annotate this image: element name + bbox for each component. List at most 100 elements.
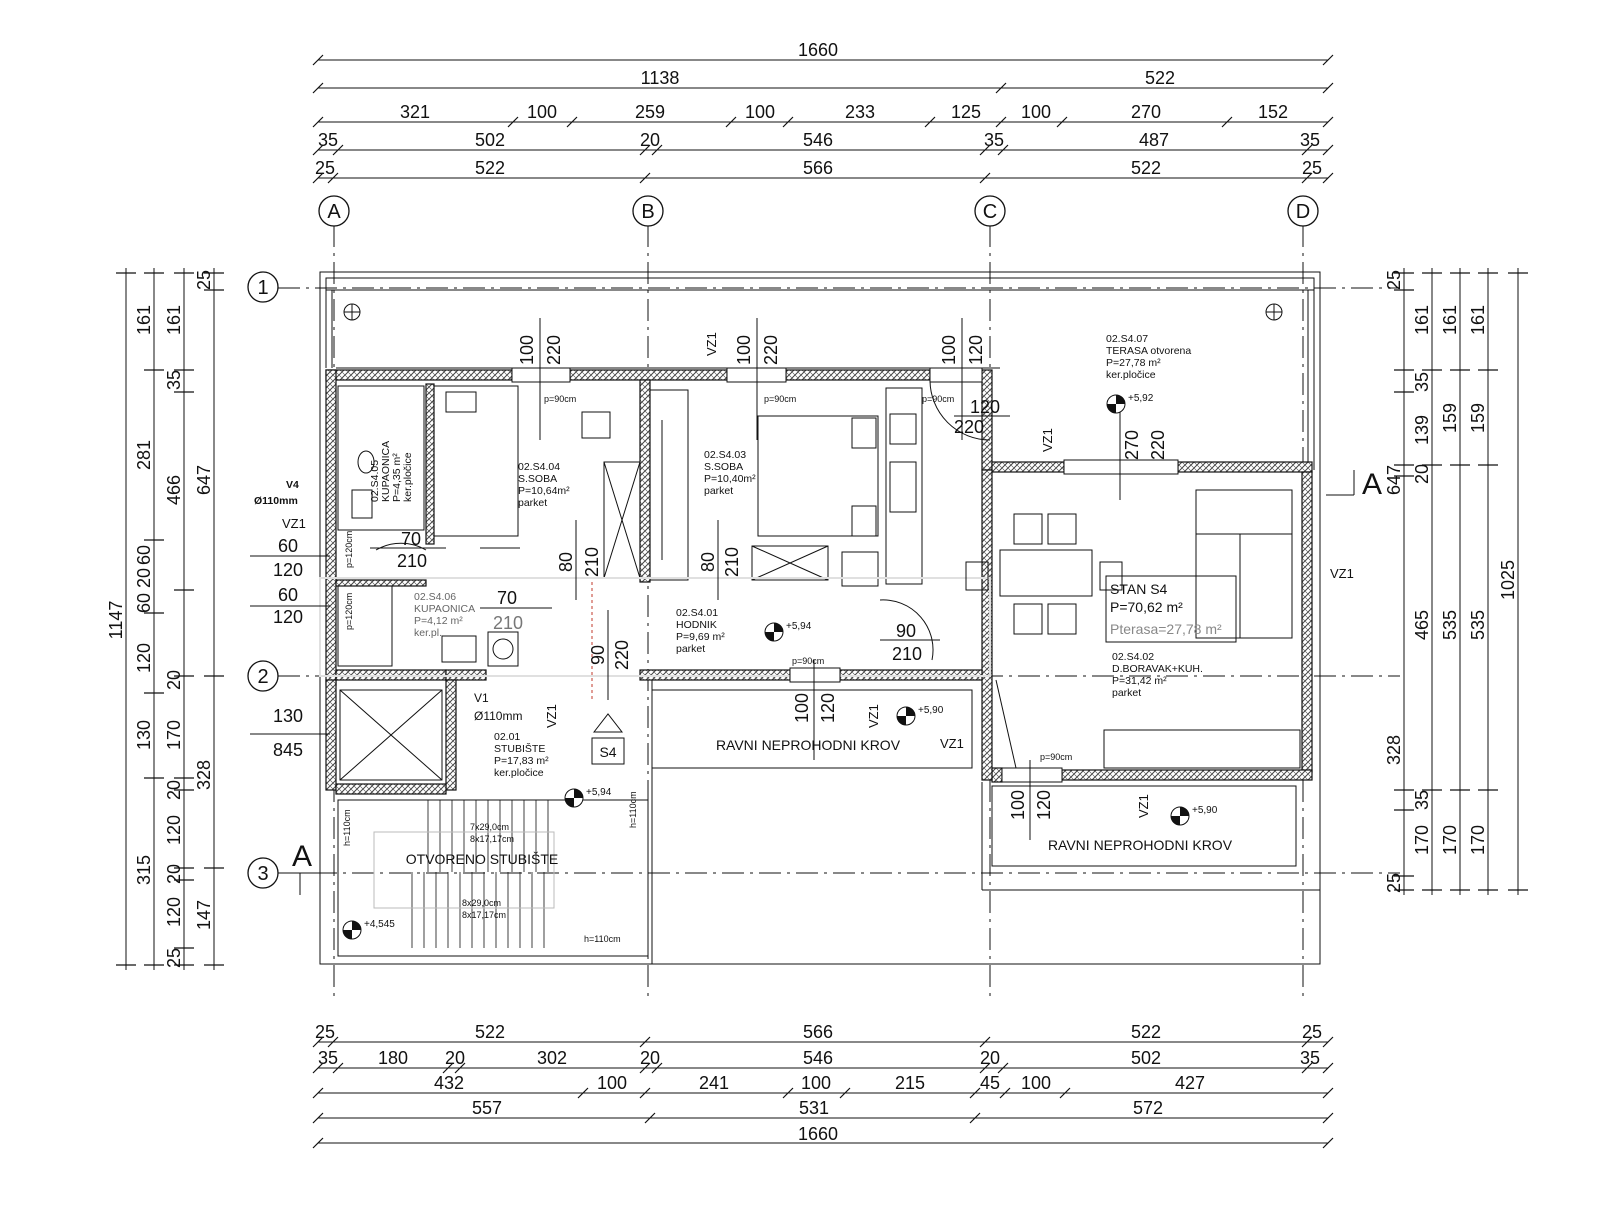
sill-height: p=90cm [544, 394, 576, 404]
level-markers: +5,92 +5,94 +5,90 +5,94 +5,90 +4,545 [342, 393, 1218, 940]
level-marker: +5,94 [764, 621, 812, 642]
dim-left: 120 [164, 897, 184, 927]
room-labels: 02.S4.05 KUPAONICA P=4,35 m² ker.pločice… [254, 332, 1354, 944]
sill-height: p=120cm [344, 593, 354, 630]
dim-bottom: 432 [434, 1073, 464, 1093]
dim-right: 161 [1440, 305, 1460, 335]
vz1-label: VZ1 [704, 332, 719, 356]
dim-left-total: 1147 [106, 601, 126, 640]
svg-text:P=10,40m²: P=10,40m² [704, 473, 756, 485]
svg-text:P=31,42 m²: P=31,42 m² [1112, 675, 1167, 687]
room-stairs: 02.01 STUBIŠTE P=17,83 m² ker.pločice [494, 731, 549, 779]
level-marker: +5,94 [564, 787, 612, 808]
dim-bottom: 100 [801, 1073, 831, 1093]
left-opening-dim: 60 [278, 585, 298, 605]
dim-right: 35 [1412, 790, 1432, 810]
dim-right: 170 [1440, 825, 1460, 855]
dim-bottom: 241 [699, 1073, 729, 1093]
svg-text:P=70,62 m²: P=70,62 m² [1110, 599, 1183, 615]
grid-bubble-d [1287, 195, 1319, 227]
svg-text:parket: parket [676, 643, 705, 655]
vz1-label: VZ1 [1330, 566, 1354, 581]
door-height: 220 [612, 640, 632, 670]
left-dimensions: 1147 161 281 120 130 315 161 466 60 20 6… [106, 268, 224, 970]
dim-right: 139 [1412, 415, 1432, 445]
svg-text:D.BORAVAK+KUH.: D.BORAVAK+KUH. [1112, 663, 1203, 675]
stair-spec: 8x29,0cm [462, 898, 501, 908]
svg-text:02.S4.01: 02.S4.01 [676, 607, 718, 619]
room-terrace: 02.S4.07 TERASA otvorena P=27,78 m² ker.… [1106, 333, 1191, 381]
dim-top: 100 [1021, 102, 1051, 122]
svg-text:STUBIŠTE: STUBIŠTE [494, 742, 545, 755]
dim-top: 566 [803, 158, 833, 178]
window-height: 120 [818, 693, 838, 723]
dim-right: 159 [1468, 403, 1488, 433]
dim-left: 20 [134, 568, 154, 588]
level-marker: +5,90 [896, 705, 944, 726]
grid-bubble-3 [247, 857, 279, 889]
window-height: 220 [761, 335, 781, 365]
dim-right: 170 [1412, 825, 1432, 855]
vz1-label: VZ1 [866, 704, 881, 728]
opening-dimensions: 100 220 100 220 100 120 120 220 270 220 … [250, 318, 1168, 840]
window-height: 120 [1034, 790, 1054, 820]
window-width: 270 [1122, 430, 1142, 460]
dim-left: 315 [134, 855, 154, 885]
dim-right: 535 [1440, 610, 1460, 640]
dim-left: 120 [134, 643, 154, 673]
window-width: 100 [792, 693, 812, 723]
dim-top-total: 1660 [798, 40, 838, 60]
grid-label-col: A [327, 201, 341, 223]
svg-text:P=4,35 m²: P=4,35 m² [391, 453, 403, 502]
dim-bottom: 522 [475, 1022, 505, 1042]
grid-bubble-1 [247, 271, 279, 303]
svg-text:ker.pločice: ker.pločice [494, 767, 544, 779]
open-stairs-label: OTVORENO STUBIŠTE [406, 851, 558, 867]
v1-label: V1 [474, 691, 489, 705]
dim-bottom: 180 [378, 1048, 408, 1068]
section-mark-right: A [1362, 468, 1382, 501]
dim-top: 35 [1300, 130, 1320, 150]
dim-bottom: 522 [1131, 1022, 1161, 1042]
v4-label: V4 [286, 479, 299, 491]
svg-text:02.S4.05: 02.S4.05 [369, 460, 381, 502]
railing-height: h=110cm [584, 934, 621, 944]
svg-text:+5,92: +5,92 [1128, 393, 1154, 404]
door-height: 210 [493, 613, 523, 633]
svg-text:02.S4.04: 02.S4.04 [518, 461, 560, 473]
sill-height: p=90cm [764, 394, 796, 404]
dim-bottom: 20 [445, 1048, 465, 1068]
dim-top: 321 [400, 102, 430, 122]
svg-text:KUPAONICA: KUPAONICA [414, 603, 475, 615]
dim-left: 35 [164, 370, 184, 390]
svg-text:parket: parket [704, 485, 733, 497]
door-width: 90 [588, 645, 608, 665]
svg-text:Pterasa=27,78 m²: Pterasa=27,78 m² [1110, 621, 1222, 637]
svg-text:S.SOBA: S.SOBA [518, 473, 557, 485]
window-height: 220 [1148, 430, 1168, 460]
stair-spec: 8x17,17cm [462, 910, 506, 920]
left-opening-dim: 120 [273, 560, 303, 580]
door-height: 210 [892, 644, 922, 664]
dim-bottom: 100 [1021, 1073, 1051, 1093]
door-width: 80 [698, 552, 718, 572]
v1-diameter: Ø110mm [474, 709, 522, 723]
dim-right: 465 [1412, 610, 1432, 640]
grid-bubble-b [632, 195, 664, 227]
interior-details [319, 303, 1320, 964]
door-width: 120 [970, 397, 1000, 417]
svg-text:KUPAONICA: KUPAONICA [380, 441, 392, 502]
room-living-kitchen: 02.S4.02 D.BORAVAK+KUH. P=31,42 m² parke… [1112, 651, 1203, 699]
dim-left: 60 [134, 545, 154, 565]
bottom-dimensions: 25 522 566 522 25 35 180 20 302 20 546 2… [312, 1022, 1334, 1149]
grid-label-row: 2 [257, 666, 268, 688]
dim-top: 35 [984, 130, 1004, 150]
dim-bottom: 502 [1131, 1048, 1161, 1068]
dim-top: 522 [1131, 158, 1161, 178]
dim-left: 25 [164, 948, 184, 968]
grid-label-row: 1 [257, 277, 268, 299]
svg-text:02.S4.03: 02.S4.03 [704, 449, 746, 461]
door-width: 70 [401, 529, 421, 549]
dim-bottom: 302 [537, 1048, 567, 1068]
